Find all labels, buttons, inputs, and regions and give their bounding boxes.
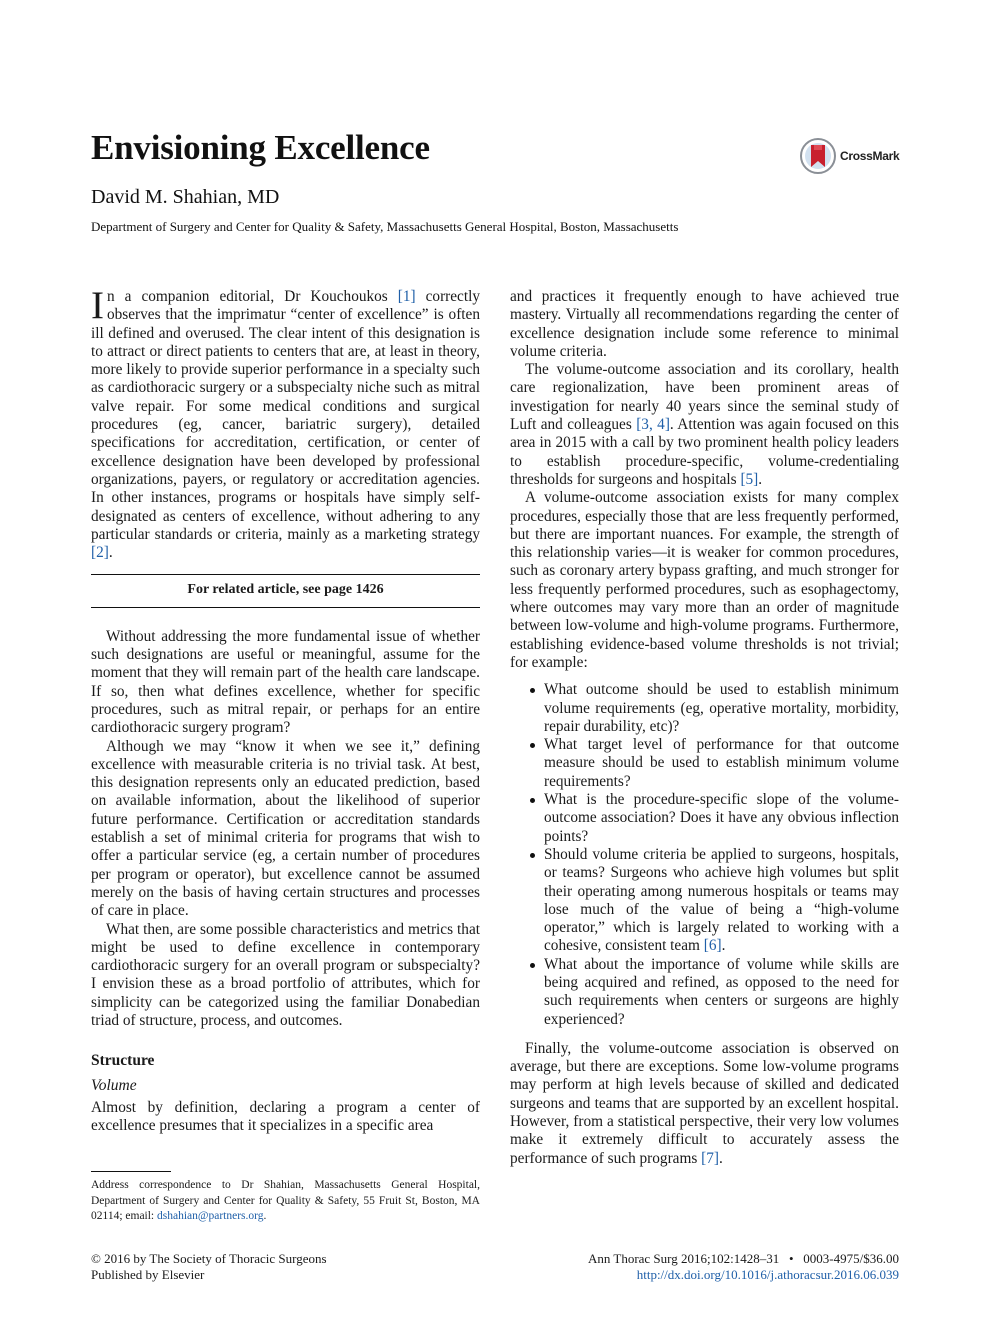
section-heading: Structure [91, 1052, 155, 1070]
author-name: David M. Shahian, MD [91, 186, 280, 208]
publisher-text: Published by Elsevier [91, 1267, 205, 1282]
body-paragraph: Almost by definition, declaring a progra… [91, 1098, 480, 1135]
reference-link-1[interactable]: [1] [397, 288, 416, 305]
subsection-heading: Volume [91, 1076, 137, 1094]
footnote-divider [91, 1171, 171, 1172]
body-paragraph: and practices it frequently enough to ha… [510, 288, 899, 360]
correspondence-footnote: Address correspondence to Dr Shahian, Ma… [91, 1179, 480, 1222]
citation-line: Ann Thorac Surg 2016;102:1428–31 • 0003-… [587, 1251, 899, 1266]
body-paragraph: A volume-outcome association exists for … [510, 489, 899, 671]
bullet-icon [530, 798, 535, 804]
reference-link-6[interactable]: [6] [703, 937, 722, 955]
list-item: What is the procedure-specific slope of … [510, 791, 899, 846]
copyright-text: © 2016 by The Society of Thoracic Surgeo… [91, 1251, 327, 1266]
body-paragraph: Finally, the volume-outcome association … [510, 1039, 899, 1167]
crossmark-badge[interactable]: CrossMark [800, 138, 910, 178]
bullet-icon [530, 688, 535, 694]
bullet-icon [530, 962, 535, 968]
body-paragraph: Without addressing the more fundamental … [91, 627, 480, 737]
bullet-list: What outcome should be used to establish… [510, 681, 899, 1029]
crossmark-label: CrossMark [840, 149, 900, 163]
list-item: Should volume criteria be applied to sur… [510, 846, 899, 956]
footer-copyright: © 2016 by The Society of Thoracic Surgeo… [91, 1251, 327, 1283]
reference-link-5[interactable]: [5] [740, 470, 759, 488]
crossmark-icon [800, 138, 836, 174]
bullet-icon [530, 743, 535, 749]
list-item: What outcome should be used to establish… [510, 681, 899, 736]
drop-cap: I [91, 284, 104, 327]
body-paragraph: What then, are some possible characteris… [91, 920, 480, 1029]
doi-link[interactable]: http://dx.doi.org/10.1016/j.athoracsur.2… [636, 1267, 899, 1282]
article-title: Envisioning Excellence [91, 128, 430, 167]
reference-link-2[interactable]: [2] [91, 544, 109, 562]
list-item: What target level of performance for tha… [510, 736, 899, 791]
author-affiliation: Department of Surgery and Center for Qua… [91, 219, 679, 234]
related-article-box[interactable]: For related article, see page 1426 [91, 574, 480, 608]
footer-citation: Ann Thorac Surg 2016;102:1428–31 • 0003-… [588, 1251, 899, 1283]
reference-link-7[interactable]: [7] [701, 1149, 719, 1167]
bullet-icon [530, 852, 535, 858]
right-column: and practices it frequently enough to ha… [510, 288, 899, 1168]
list-item: What about the importance of volume whil… [510, 956, 899, 1029]
body-paragraph: The volume-outcome association and its c… [510, 361, 900, 488]
body-paragraph: Although we may “know it when we see it,… [91, 737, 480, 920]
reference-link-3-4[interactable]: [3, 4] [636, 416, 670, 434]
email-link[interactable]: dshahian@partners.org [157, 1210, 264, 1222]
separator-icon: • [788, 1251, 794, 1266]
